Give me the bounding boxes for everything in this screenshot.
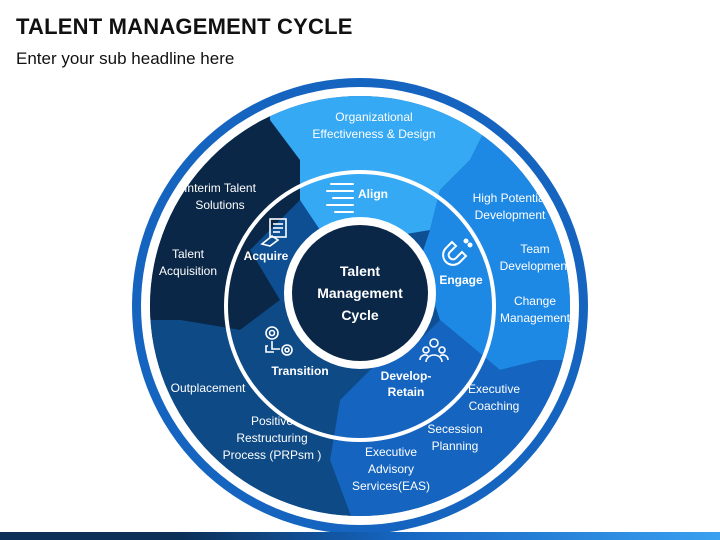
label-prp-1: Positive [251,414,293,428]
stage-engage: Engage [439,273,483,287]
label-team-2: Development [500,259,571,273]
slide-title: TALENT MANAGEMENT CYCLE [16,14,353,39]
label-change-2: Management [500,311,571,325]
label-outplacement: Outplacement [171,381,246,395]
center-label-3: Cycle [341,307,379,323]
center-label-1: Talent [340,263,381,279]
label-hipo-2: Development [475,208,546,222]
stage-develop-2: Retain [388,385,425,399]
hand-document-icon [260,218,287,247]
label-coach-1: Executive [468,382,520,396]
label-eas-2: Advisory [368,462,414,476]
label-org-2: Effectiveness & Design [312,127,435,141]
label-eas-1: Executive [365,445,417,459]
stage-develop-1: Develop- [381,369,432,383]
label-hipo-1: High Potential [473,191,548,205]
center-circle [292,225,428,361]
bottom-accent-bar [0,532,720,540]
stage-align: Align [358,187,388,201]
label-succ-1: Secession [427,422,482,436]
label-eas-3: Services(EAS) [352,479,430,493]
label-succ-2: Planning [432,439,479,453]
stage-ring-outer [224,170,496,442]
target-icon [265,326,293,356]
slide-subtitle: Enter your sub headline here [16,49,235,68]
label-acq-2: Acquisition [159,264,217,278]
label-prp-2: Restructuring [236,431,307,445]
label-change-1: Change [514,294,556,308]
magnet-icon [442,238,473,266]
stage-transition: Transition [271,364,328,378]
label-acq-1: Talent [172,247,205,261]
label-prp-3: Process (PRPsm ) [223,448,322,462]
label-interim-2: Solutions [195,198,244,212]
label-coach-2: Coaching [469,399,520,413]
label-team-1: Team [520,242,549,256]
center-label-2: Management [317,285,403,301]
label-org-1: Organizational [335,110,412,124]
align-lines-icon [326,183,354,213]
stage-acquire: Acquire [244,249,289,263]
label-interim-1: Interim Talent [184,181,256,195]
team-icon [419,338,449,363]
